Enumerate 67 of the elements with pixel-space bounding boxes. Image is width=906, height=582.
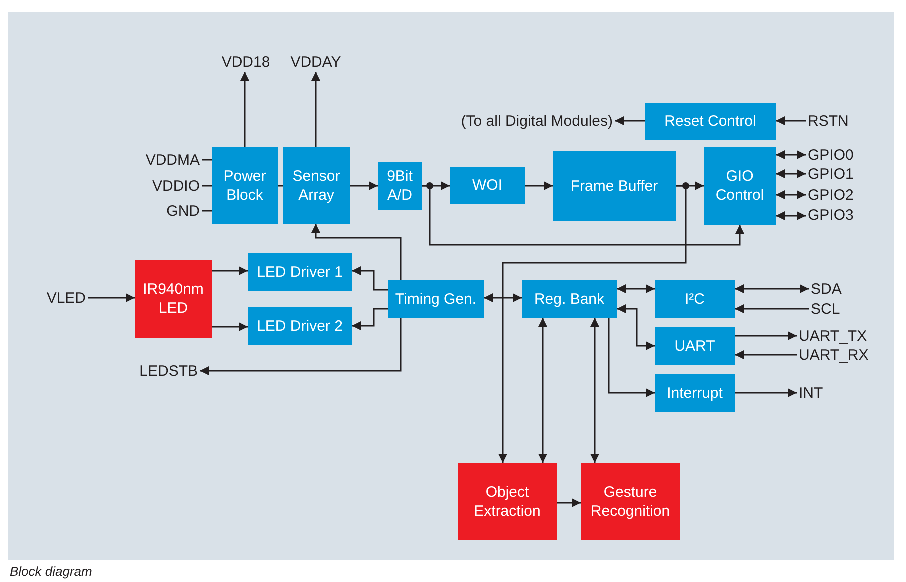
pin-label: GPIO2 bbox=[806, 186, 856, 205]
block-box: UART bbox=[655, 327, 735, 365]
pin-label: SCL bbox=[809, 300, 842, 319]
pin-label: GPIO0 bbox=[806, 146, 856, 165]
block-box: LED Driver 1 bbox=[248, 253, 352, 291]
connector-arrow bbox=[776, 212, 806, 220]
connector-arrow bbox=[776, 116, 806, 126]
pin-label: VDDAY bbox=[286, 53, 346, 72]
connector-arrow bbox=[312, 224, 402, 280]
connector-arrow bbox=[484, 294, 522, 302]
connector-arrow bbox=[735, 388, 797, 398]
pin-label: VDDIO bbox=[120, 177, 202, 196]
connector-arrow bbox=[352, 308, 388, 330]
connector-arrow bbox=[776, 170, 806, 178]
processing-block: IR940nm LED bbox=[135, 260, 212, 338]
pin-label: GND bbox=[120, 202, 202, 221]
connector-arrow bbox=[590, 318, 600, 463]
pin-label: UART_RX bbox=[797, 346, 871, 365]
block-box: I²C bbox=[655, 280, 735, 318]
block-box: Reset Control bbox=[645, 103, 776, 140]
connector-arrow bbox=[735, 284, 809, 294]
connector-arrow bbox=[350, 182, 378, 190]
connector-arrow bbox=[557, 498, 581, 508]
connector-arrow bbox=[88, 294, 135, 302]
block-box: GIO Control bbox=[704, 147, 776, 225]
block-box: LED Driver 2 bbox=[248, 307, 352, 345]
pin-label: RSTN bbox=[806, 112, 851, 131]
pin-label: UART_TX bbox=[797, 327, 870, 346]
connector-arrow bbox=[735, 350, 797, 360]
pin-label: SDA bbox=[809, 280, 844, 299]
connector-arrow bbox=[212, 322, 248, 332]
processing-block: Object Extraction bbox=[458, 463, 557, 540]
block-box: 9Bit A/D bbox=[378, 162, 422, 210]
connector-arrow bbox=[617, 284, 655, 294]
connector-arrow bbox=[617, 304, 655, 350]
block-box: Power Block bbox=[212, 147, 278, 224]
pin-label: VDD18 bbox=[216, 53, 276, 72]
processing-block: Gesture Recognition bbox=[581, 463, 680, 540]
connector-arrow bbox=[776, 150, 806, 160]
block-box: Sensor Array bbox=[283, 147, 350, 224]
block-box: Reg. Bank bbox=[522, 280, 617, 318]
connector-arrow bbox=[200, 318, 402, 376]
pin-label: INT bbox=[797, 384, 826, 403]
connector-arrow bbox=[352, 266, 388, 291]
connector-arrow bbox=[608, 318, 655, 398]
connector-arrow bbox=[776, 190, 806, 200]
connector-arrow bbox=[212, 266, 248, 276]
pin-label: GPIO3 bbox=[806, 206, 856, 225]
pin-label: GPIO1 bbox=[806, 165, 856, 184]
connector-arrow bbox=[525, 182, 553, 190]
block-box: Interrupt bbox=[655, 374, 735, 412]
connector-arrow bbox=[538, 318, 548, 463]
pin-label: LEDSTB bbox=[100, 362, 200, 381]
connector-arrow bbox=[615, 116, 645, 126]
block-box: Timing Gen. bbox=[388, 280, 484, 318]
connector-arrow bbox=[498, 185, 687, 463]
pin-label: (To all Digital Modules) bbox=[420, 112, 615, 131]
connector-arrow bbox=[735, 332, 797, 340]
connector-arrow bbox=[422, 185, 744, 246]
pin-label: VLED bbox=[20, 289, 88, 308]
caption: Block diagram bbox=[10, 563, 92, 581]
block-box: WOI bbox=[450, 167, 525, 204]
pin-label: VDDMA bbox=[120, 151, 202, 170]
connector-arrow bbox=[312, 72, 320, 147]
block-box: Frame Buffer bbox=[553, 151, 676, 221]
connector-arrow bbox=[735, 304, 809, 314]
connector-arrow bbox=[240, 72, 250, 147]
